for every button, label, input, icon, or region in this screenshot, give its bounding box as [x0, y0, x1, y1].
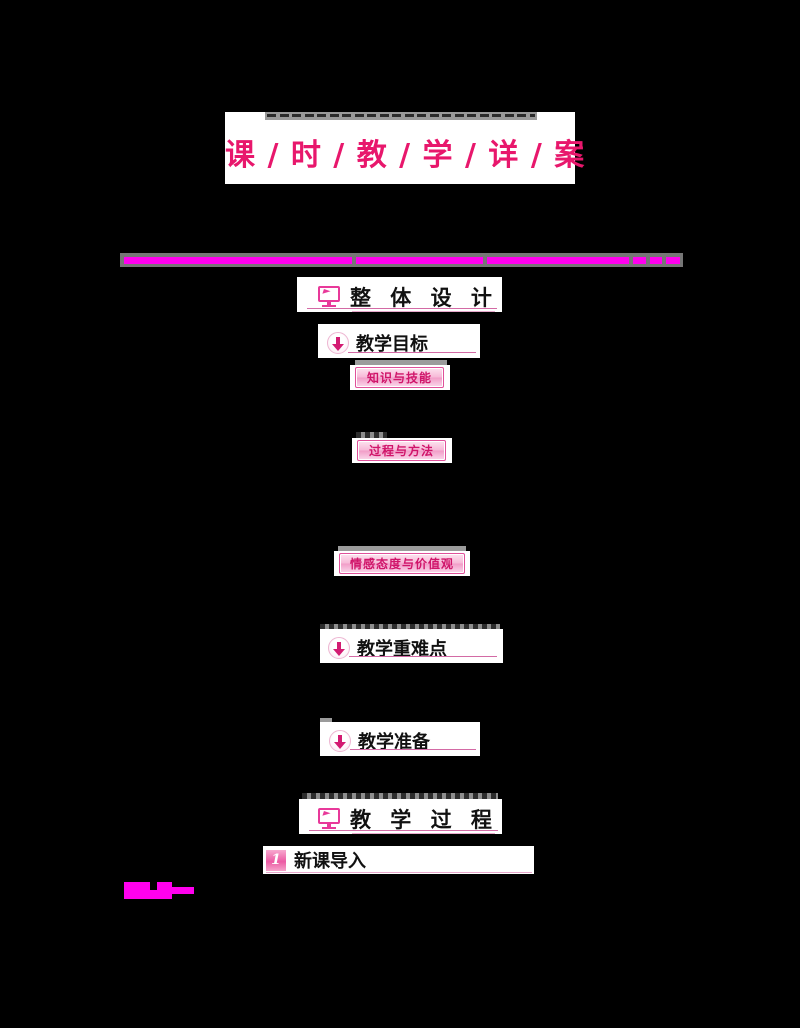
- section-title-teaching-key-points: 教学重难点: [357, 639, 447, 660]
- section-rule-teaching-objectives: [348, 352, 476, 353]
- section-rule-overall-design-short: [352, 311, 495, 312]
- step-number-badge: 1: [266, 849, 286, 871]
- objective-pill-label: 情感态度与价值观: [349, 557, 454, 571]
- occluded-text-strip-process-section: [302, 793, 498, 800]
- section-rule-teaching-process-short: [352, 833, 495, 834]
- section-header-teaching-preparation[interactable]: 教学准备: [329, 724, 430, 758]
- monitor-icon: [318, 808, 342, 830]
- step-label-new-lesson-intro: 新课导入: [294, 851, 366, 872]
- fragment-notch: [150, 882, 157, 890]
- section-title-teaching-process: 教 学 过 程: [350, 807, 498, 832]
- section-title-overall-design: 整 体 设 计: [350, 285, 498, 310]
- highlight-ink-run-6: [666, 257, 680, 264]
- section-header-teaching-key-points[interactable]: 教学重难点: [328, 631, 447, 665]
- step-rule-new-lesson-intro: [266, 872, 532, 873]
- highlight-ink-run-5: [650, 257, 662, 264]
- objective-pill-label: 过程与方法: [368, 444, 434, 458]
- step-card-new-lesson-intro: [263, 846, 534, 874]
- occluded-text-strip-keypoints: [320, 624, 500, 631]
- objective-pill-knowledge-skills[interactable]: 知识与技能: [355, 367, 444, 388]
- highlight-ink-run-1: [124, 257, 352, 264]
- section-title-teaching-preparation: 教学准备: [358, 732, 430, 753]
- clipped-highlight-fragment: [124, 882, 194, 899]
- objective-pill-process-methods[interactable]: 过程与方法: [357, 440, 446, 461]
- circle-down-arrow-icon: [328, 637, 350, 659]
- section-rule-overall-design-long: [307, 308, 497, 309]
- section-rule-teaching-key-points: [349, 656, 497, 657]
- objective-pill-label: 知识与技能: [366, 371, 432, 385]
- section-header-teaching-objectives[interactable]: 教学目标: [327, 326, 428, 360]
- section-card-teaching-key-points: [320, 629, 503, 663]
- circle-down-arrow-icon: [329, 730, 351, 752]
- occluded-text-strip-knowledge: [355, 360, 447, 367]
- section-title-teaching-objectives: 教学目标: [356, 334, 428, 355]
- section-header-overall-design[interactable]: 整 体 设 计: [318, 280, 498, 314]
- step-row-new-lesson-intro[interactable]: 1 新课导入: [266, 847, 366, 873]
- highlight-ink-run-2: [356, 257, 483, 264]
- circle-down-arrow-icon: [327, 332, 349, 354]
- page-title: 课 / 时 / 教 / 学 / 详 / 案: [225, 138, 586, 173]
- section-header-teaching-process[interactable]: 教 学 过 程: [318, 802, 498, 836]
- objective-pill-attitudes-values[interactable]: 情感态度与价值观: [339, 553, 465, 574]
- highlighted-paragraph-bar: [120, 253, 683, 267]
- section-rule-teaching-preparation: [350, 749, 476, 750]
- occluded-text-strip-preparation: [320, 718, 332, 724]
- occluded-text-strip-process: [356, 432, 387, 439]
- title-banner-card: 课 / 时 / 教 / 学 / 详 / 案: [225, 112, 586, 184]
- fragment-tail: [172, 887, 194, 894]
- occluded-text-strip: [265, 112, 537, 120]
- highlight-ink-run-3: [487, 257, 629, 264]
- section-rule-teaching-process-long: [309, 830, 498, 831]
- occluded-text-strip-attitudes: [338, 546, 466, 553]
- highlight-ink-run-4: [633, 257, 646, 264]
- monitor-icon: [318, 286, 342, 308]
